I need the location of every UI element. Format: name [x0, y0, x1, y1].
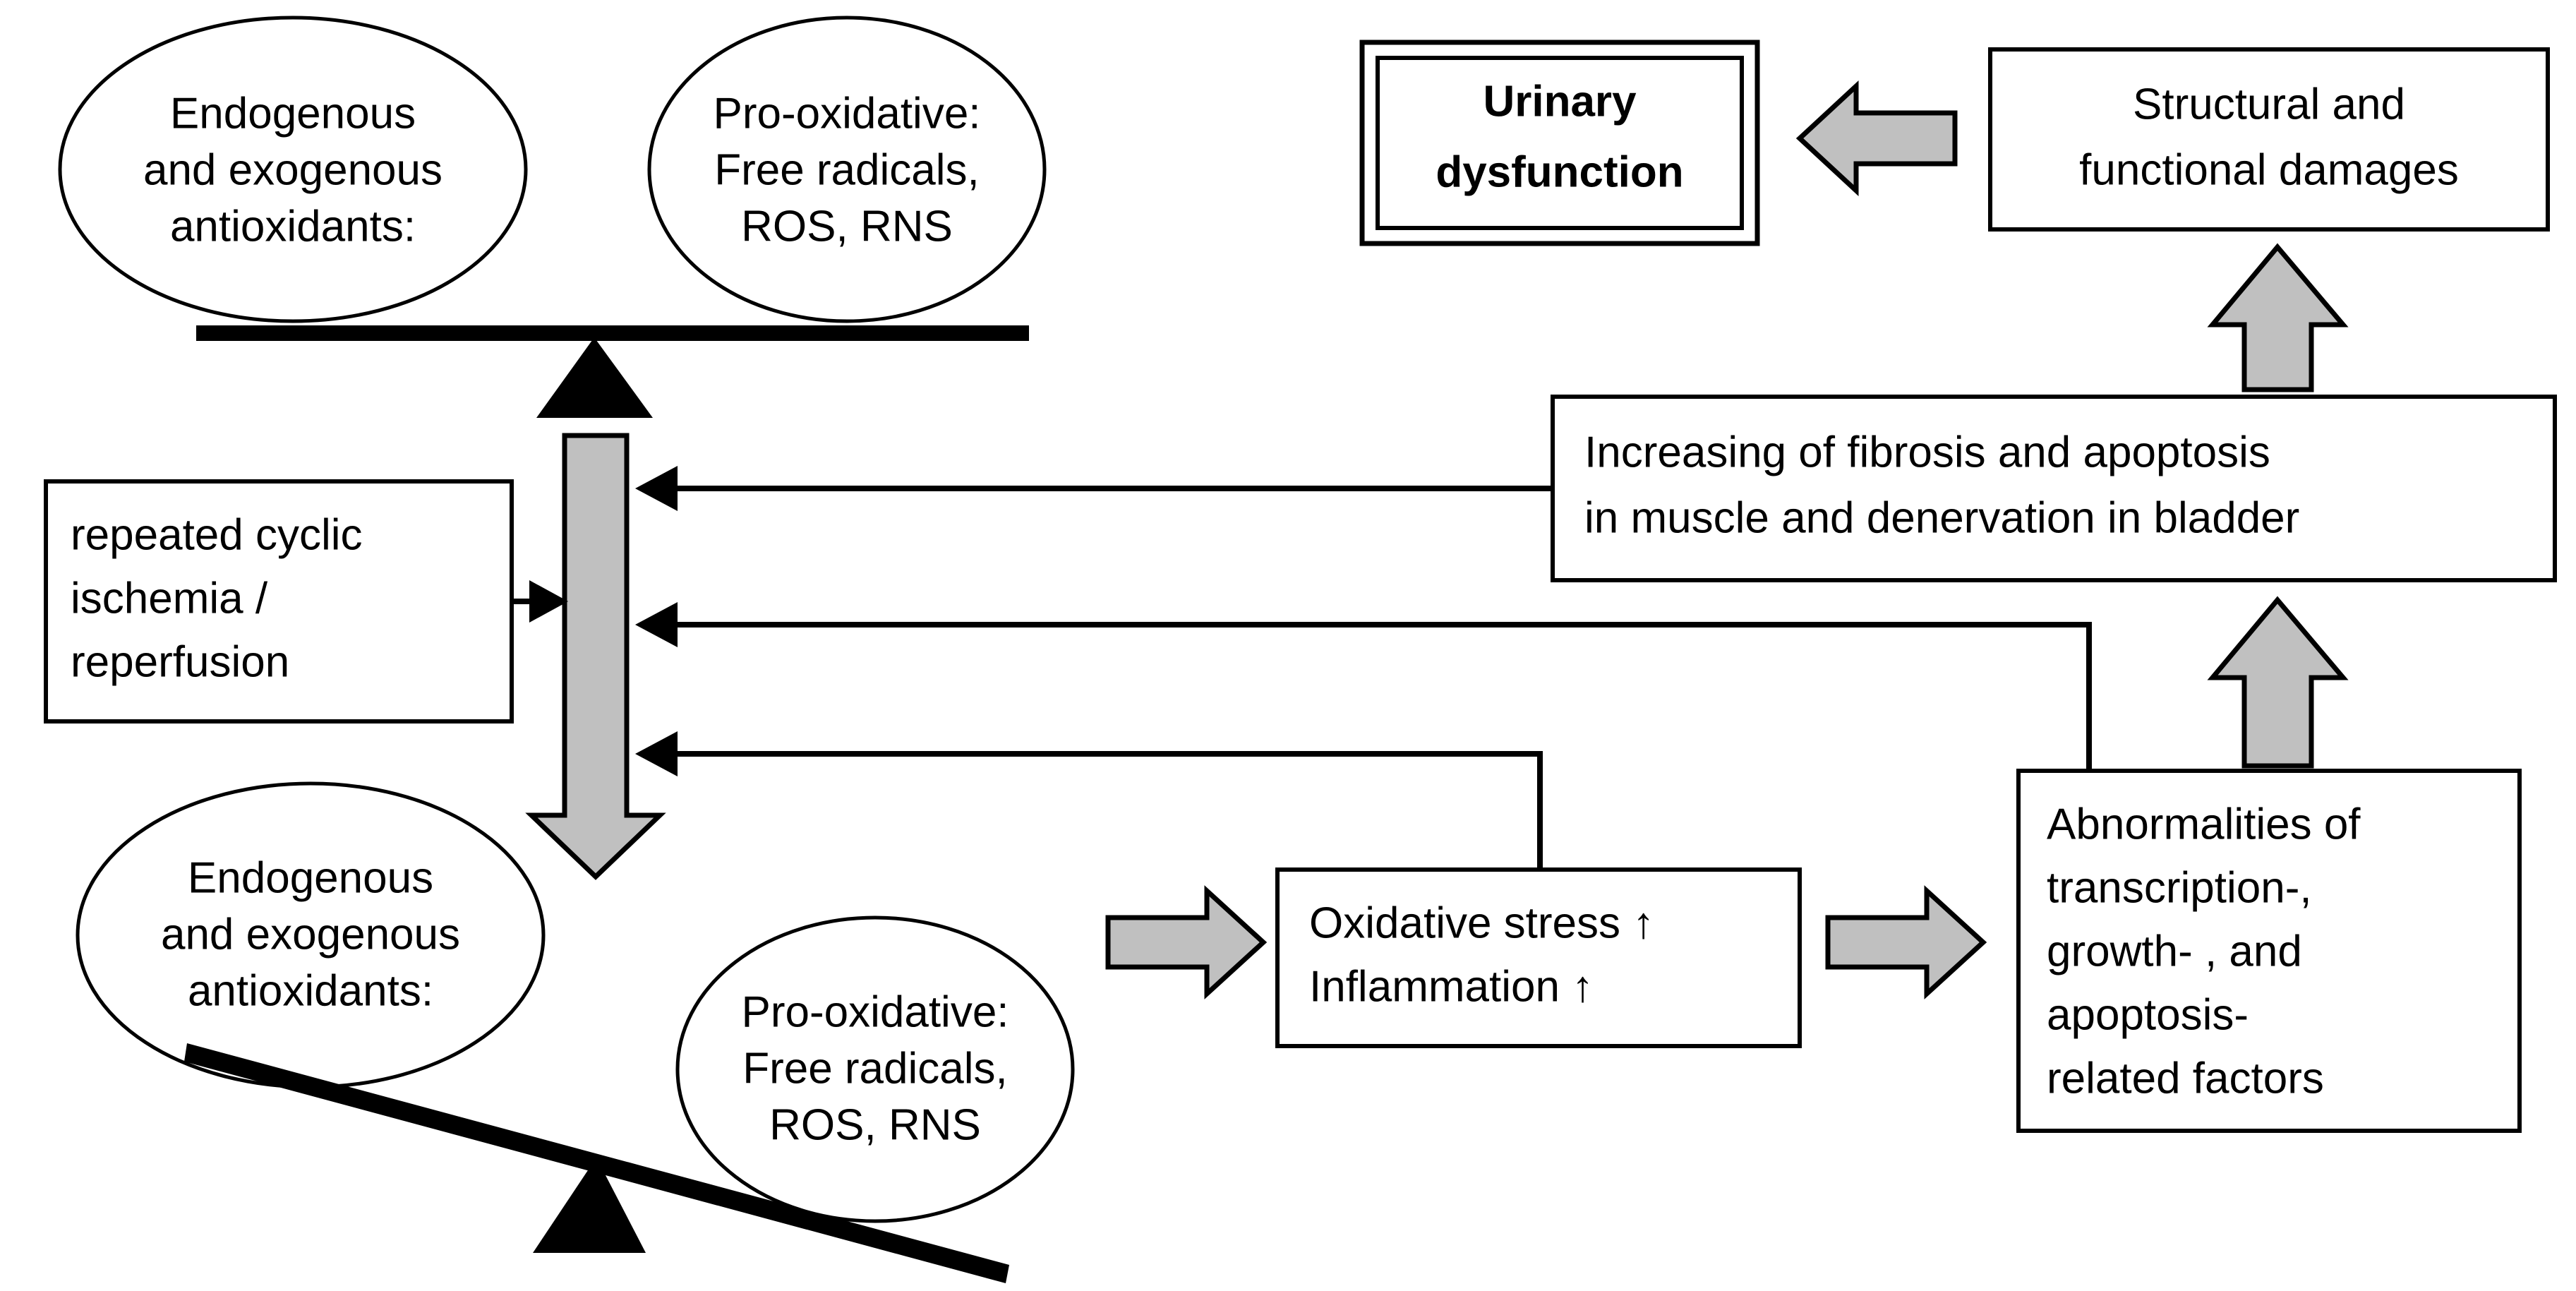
- oxidative-stress-line-1: Oxidative stress ↑: [1309, 899, 1654, 947]
- node-urinary-dysfunction: Urinary dysfunction: [1359, 40, 1760, 246]
- balance-beam-top: [196, 325, 1029, 341]
- box-structural-damages: [1988, 47, 2550, 232]
- abnormalities-line-3: growth- , and: [2047, 927, 2302, 975]
- box-oxidative-stress: [1275, 867, 1802, 1048]
- connector-feedback-abnormalities-to-cycle: [635, 602, 2092, 771]
- connector-feedback-fibrosis-to-cycle: [635, 466, 1553, 511]
- feedback-3-line: [660, 751, 1543, 870]
- box-urinary-dysfunction-inner: [1376, 56, 1744, 230]
- structural-line-2: functional damages: [2079, 145, 2459, 194]
- ischemia-cycle-arrowhead: [529, 580, 568, 623]
- feedback-1-arrowhead: [635, 466, 678, 511]
- prooxidative-top-line-1: Pro-oxidative:: [713, 89, 980, 138]
- prooxidative-bottom-line-1: Pro-oxidative:: [741, 987, 1009, 1036]
- fibrosis-line-1: Increasing of fibrosis and apoptosis: [1584, 428, 2270, 476]
- ellipse-prooxidative-bottom: [675, 915, 1075, 1223]
- feedback-2-arrowhead: [635, 602, 678, 647]
- gray-up-arrow-abnormalities-to-fibrosis: [2207, 596, 2349, 769]
- prooxidative-top-line-2: Free radicals,: [714, 145, 980, 194]
- antioxidants-bottom-line-1: Endogenous: [188, 853, 433, 902]
- ischemia-line-2: ischemia /: [71, 574, 268, 623]
- fulcrum-top: [536, 337, 653, 418]
- node-antioxidants-bottom: Endogenous and exogenous antioxidants:: [76, 781, 546, 1089]
- gray-down-arrow-cycle: [525, 433, 666, 880]
- ellipse-prooxidative-top: [647, 16, 1047, 323]
- antioxidants-top-line-3: antioxidants:: [170, 202, 416, 251]
- gray-arrow-to-urinary-dysfunction: [1795, 80, 1958, 197]
- abnormalities-line-4: apoptosis-: [2047, 990, 2249, 1039]
- antioxidants-top-line-1: Endogenous: [170, 89, 416, 138]
- node-prooxidative-bottom: Pro-oxidative: Free radicals, ROS, RNS: [675, 915, 1075, 1223]
- antioxidants-top-line-2: and exogenous: [143, 145, 443, 194]
- urinary-dysfunction-line-1: Urinary: [1483, 77, 1637, 126]
- node-oxidative-stress: Oxidative stress ↑ Inflammation ↑: [1275, 867, 1802, 1048]
- node-abnormalities: Abnormalities of transcription-, growth-…: [2016, 769, 2522, 1133]
- node-prooxidative-top: Pro-oxidative: Free radicals, ROS, RNS: [647, 16, 1047, 323]
- feedback-2-line: [660, 622, 2092, 771]
- structural-line-1: Structural and: [2133, 80, 2405, 128]
- node-antioxidants-top: Endogenous and exogenous antioxidants:: [58, 16, 528, 323]
- box-ischemia-reperfusion: [44, 479, 514, 723]
- gray-arrow-to-abnormalities: [1825, 885, 1987, 999]
- prooxidative-top-line-3: ROS, RNS: [741, 202, 953, 251]
- box-abnormalities: [2016, 769, 2522, 1133]
- fibrosis-line-2: in muscle and denervation in bladder: [1584, 493, 2299, 542]
- node-fibrosis-apoptosis: Increasing of fibrosis and apoptosis in …: [1551, 395, 2557, 582]
- abnormalities-line-2: transcription-,: [2047, 863, 2312, 912]
- prooxidative-bottom-line-3: ROS, RNS: [769, 1100, 981, 1149]
- gray-arrow-to-oxidative-stress: [1105, 885, 1268, 999]
- connector-feedback-oxidative-to-cycle: [635, 731, 1543, 870]
- antioxidants-bottom-line-2: and exogenous: [161, 910, 460, 959]
- oxidative-stress-line-2: Inflammation ↑: [1309, 962, 1594, 1011]
- ellipse-antioxidants-top: [58, 16, 528, 323]
- antioxidants-bottom-line-3: antioxidants:: [188, 966, 433, 1015]
- abnormalities-line-1: Abnormalities of: [2047, 800, 2361, 848]
- urinary-dysfunction-line-2: dysfunction: [1436, 148, 1683, 196]
- feedback-3-arrowhead: [635, 731, 678, 776]
- node-ischemia-reperfusion: repeated cyclic ischemia / reperfusion: [44, 479, 514, 723]
- prooxidative-bottom-line-2: Free radicals,: [742, 1044, 1008, 1093]
- abnormalities-line-5: related factors: [2047, 1054, 2324, 1103]
- box-fibrosis-apoptosis: [1551, 395, 2557, 582]
- node-structural-damages: Structural and functional damages: [1988, 47, 2550, 232]
- fulcrum-bottom: [533, 1158, 646, 1253]
- ischemia-line-1: repeated cyclic: [71, 510, 363, 559]
- gray-up-arrow-fibrosis-to-structural: [2207, 243, 2349, 392]
- ischemia-line-3: reperfusion: [71, 637, 289, 686]
- connector-ischemia-into-cycle: [512, 580, 568, 623]
